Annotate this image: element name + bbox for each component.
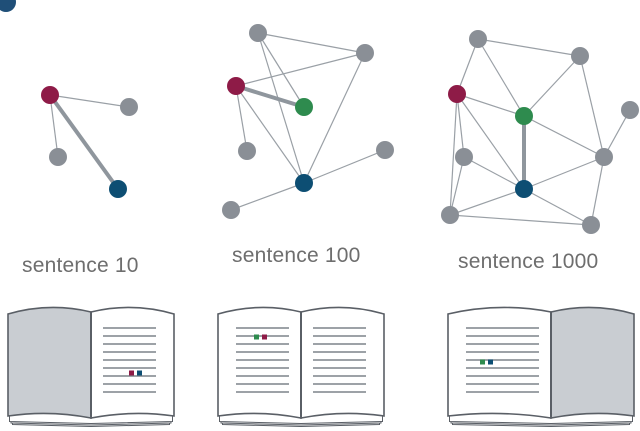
book-left-page [447, 306, 552, 419]
book-panel-1 [7, 306, 175, 428]
strong-edge [48, 93, 120, 191]
book-right-page [90, 306, 175, 419]
highlight-marker [480, 359, 485, 365]
graph-node-r [448, 85, 466, 103]
graph-node-a [41, 86, 59, 104]
graph-edge [579, 55, 605, 158]
graph-edge [463, 156, 525, 190]
label-sentence-1000: sentence 1000 [458, 250, 599, 273]
graph-node-n5 [222, 201, 240, 219]
graph-edge [449, 93, 458, 216]
graph-node-t2 [571, 47, 589, 65]
graph-edge [523, 156, 605, 190]
book-panel-2 [217, 306, 385, 428]
graph-node-m1 [455, 148, 473, 166]
graph-edge [230, 182, 305, 211]
highlight-marker [262, 334, 267, 340]
graph-node-m2 [595, 148, 613, 166]
book-right-page [550, 306, 635, 419]
label-sentence-100: sentence 100 [232, 244, 361, 267]
graph-node-t1 [469, 30, 487, 48]
graph-node-b [515, 180, 533, 198]
graph-edge [235, 85, 305, 184]
graph-panel-1 [41, 86, 138, 198]
graph-edge [257, 32, 305, 184]
corner-circle-icon [0, 0, 16, 12]
graph-edge [456, 38, 479, 95]
graph-node-b [120, 98, 138, 116]
graph-node-l2 [441, 206, 459, 224]
graph-node-g [515, 107, 533, 125]
highlight-marker [254, 334, 259, 340]
graph-edge [49, 94, 59, 158]
graph-node-c [49, 148, 67, 166]
graph-edge [590, 156, 605, 226]
graph-node-n1 [249, 24, 267, 42]
graph-edge [257, 32, 366, 54]
strong-edge [235, 84, 305, 109]
graph-edge [257, 32, 305, 108]
graph-node-e [621, 101, 639, 119]
book-right-page [300, 306, 385, 419]
graph-edge [456, 93, 465, 158]
highlight-marker [137, 370, 142, 376]
graph-edge [303, 149, 386, 184]
book-left-page [7, 306, 92, 419]
graph-node-n4 [376, 141, 394, 159]
graph-edge [523, 115, 605, 158]
graph-node-n2 [356, 44, 374, 62]
graph-node-r [227, 77, 245, 95]
highlight-marker [129, 370, 134, 376]
graph-edge [477, 38, 581, 57]
graph-edge [449, 156, 465, 216]
graph-node-b [295, 174, 313, 192]
highlight-marker [488, 359, 493, 365]
graph-node-d [109, 180, 127, 198]
graph-node-n3 [238, 142, 256, 160]
graph-node-l3 [582, 216, 600, 234]
graph-edge [235, 52, 366, 87]
graph-edge [235, 85, 248, 152]
graph-panel-2 [222, 24, 394, 219]
graph-panel-3 [441, 30, 639, 234]
graph-edge [477, 38, 525, 117]
graph-edge [523, 55, 581, 117]
graph-edge [523, 188, 592, 226]
book-panel-3 [447, 306, 635, 428]
label-sentence-10: sentence 10 [22, 254, 139, 277]
graph-edge [303, 52, 366, 184]
book-left-page [217, 306, 302, 419]
graph-edge [456, 93, 525, 117]
graph-edge [449, 188, 525, 216]
graph-edge [456, 93, 525, 190]
graph-node-g [295, 98, 313, 116]
graph-edge [49, 94, 130, 108]
graph-edge [449, 214, 592, 226]
